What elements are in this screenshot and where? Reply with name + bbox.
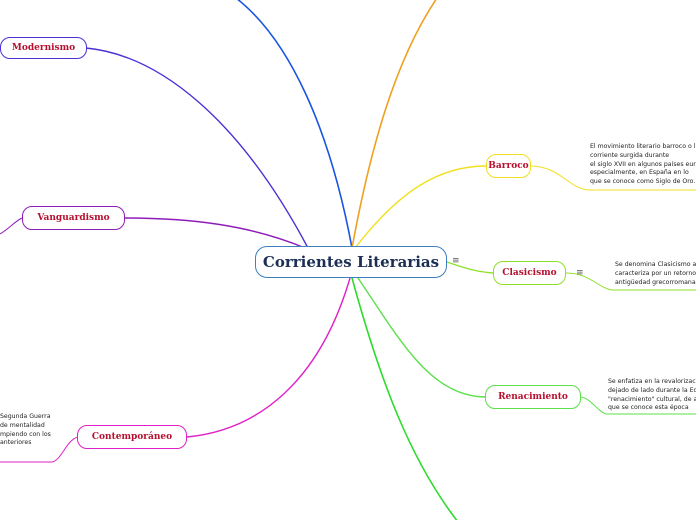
note-line: antigüedad grecorromana [615,278,696,286]
node-barroco[interactable]: Barroco [486,154,531,178]
node-renacimiento[interactable]: Renacimiento [485,385,581,409]
note-connector-clasicismo [565,272,696,291]
note-line: "renacimiento" cultural, de allí [608,395,696,403]
note-line: anteriores [0,439,32,447]
node-clasicismo-label: Clasicismo [502,268,557,278]
note-connector-vanguardismo [0,217,23,235]
note-line: corriente surgida durante [590,151,670,159]
note-line: El movimiento literario barroco o litera [590,143,696,150]
connector-modernismo [85,47,309,249]
node-contemporaneo[interactable]: Contemporáneo [77,425,187,449]
note-line: que se conoce esta época [608,404,689,412]
node-modernismo[interactable]: Modernismo [0,37,87,59]
node-contemporaneo-label: Contemporáneo [91,432,173,442]
note-line: Segunda Guerra [0,413,51,420]
note-clasicismo: Se denomina Clasicismo al e caracteriza … [615,261,696,287]
node-clasicismo[interactable]: Clasicismo [493,261,566,285]
node-vanguardismo-label: Vanguardismo [37,213,110,223]
note-renacimiento: Se enfatiza en la revalorización dejado … [608,378,696,413]
note-line: mpiendo con los [0,430,51,438]
note-line: que se conoce como Siglo de Oro. [590,178,696,186]
connector-bottom-green [351,277,458,520]
note-line: especialmente, en España en lo [590,169,689,177]
connector-contemporaneo [186,277,351,438]
note-connector-barroco [529,165,696,191]
note-contemporaneo: Segunda Guerra de mentalidad mpiendo con… [0,413,51,448]
central-menu-icon[interactable]: ≡ [452,256,460,266]
node-modernismo-label: Modernismo [11,43,76,53]
connector-top-orange [351,0,437,249]
note-line: de mentalidad [0,421,45,429]
note-barroco: El movimiento literario barroco o litera… [590,143,696,187]
note-line: el siglo XVII en algunos países europe [590,160,696,168]
note-connector-contemporaneo [0,436,79,463]
node-vanguardismo[interactable]: Vanguardismo [22,206,125,230]
note-connector-renacimiento [579,396,696,415]
clasicismo-menu-icon[interactable]: ≡ [576,268,584,278]
connector-vanguardismo [124,217,306,249]
central-topic-title: Corrientes Literarias [262,253,440,271]
connector-barroco [354,165,487,249]
note-line: dejado de lado durante la Edad [608,386,696,394]
note-line: caracteriza por un retorno a [615,269,696,277]
connector-top-blue [237,0,353,249]
node-renacimiento-label: Renacimiento [498,392,568,402]
note-line: Se enfatiza en la revalorización [608,378,696,385]
note-line: Se denomina Clasicismo al e [615,261,696,268]
connector-clasicismo [446,261,494,274]
node-barroco-label: Barroco [488,161,529,171]
central-topic[interactable]: Corrientes Literarias [255,246,447,278]
connector-renacimiento [357,277,486,398]
